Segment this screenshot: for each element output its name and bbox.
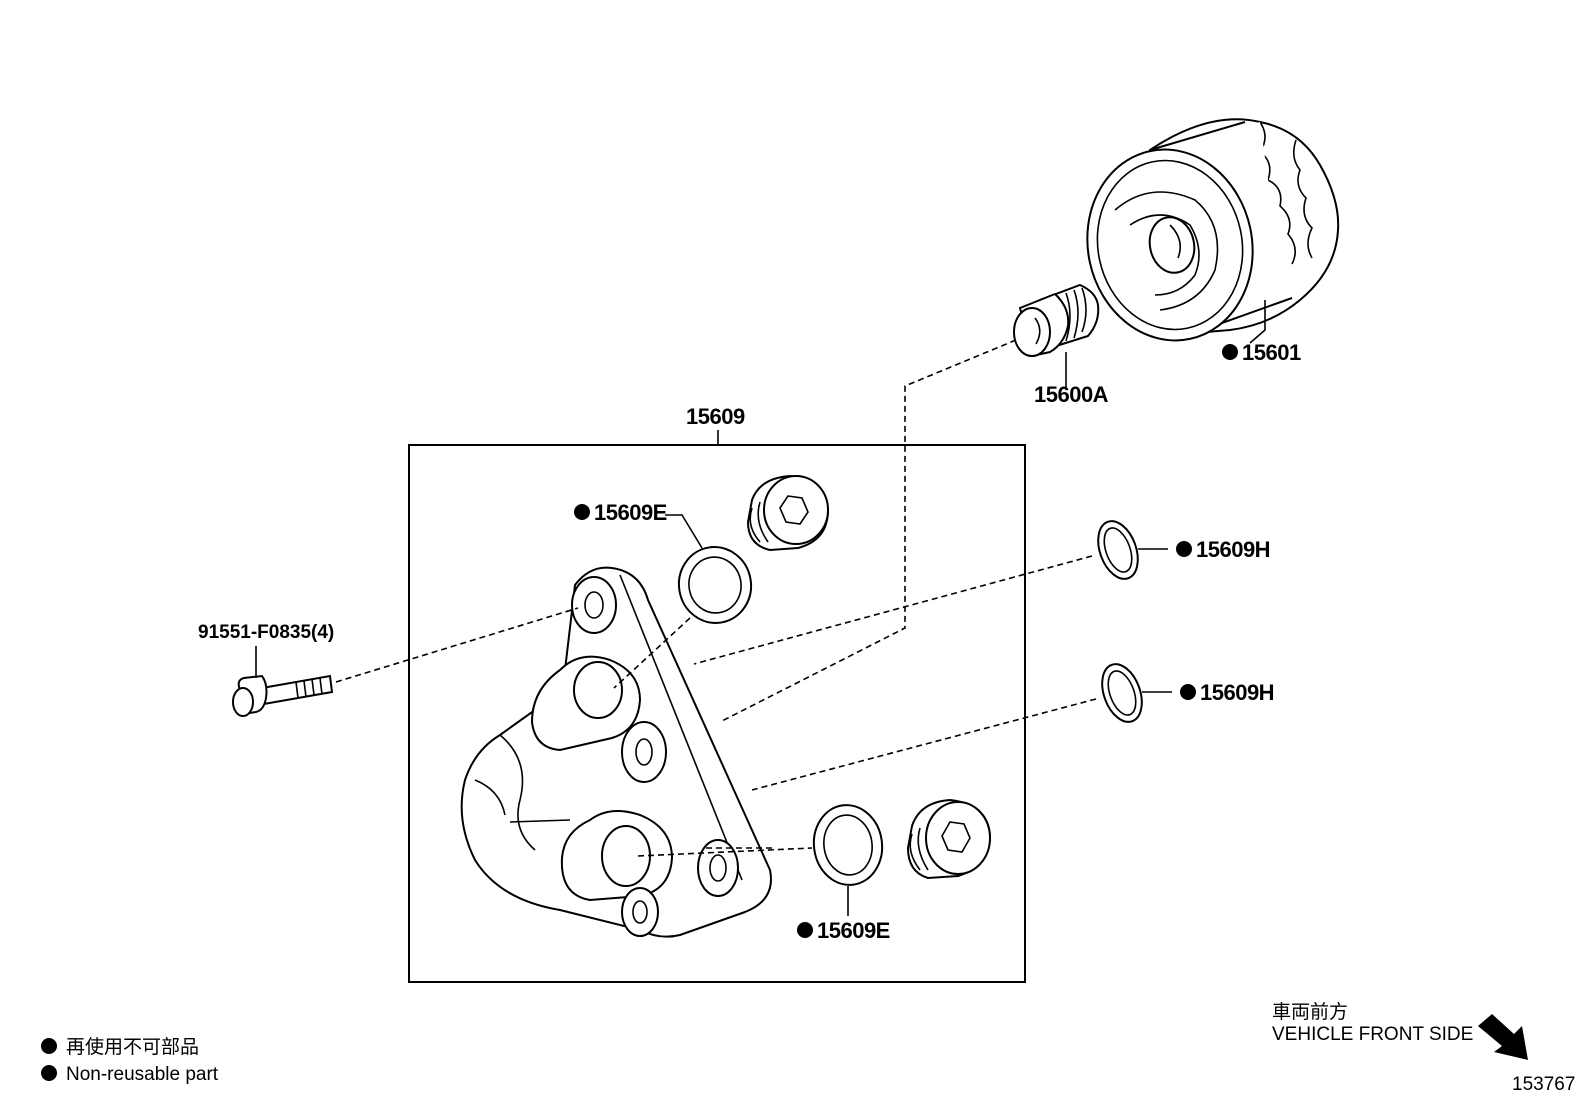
legend-japanese: 再使用不可部品 bbox=[66, 1036, 199, 1058]
bolt-part[interactable] bbox=[232, 646, 334, 717]
label-15600a: 15600A bbox=[1034, 382, 1109, 407]
gasket-upper-part[interactable] bbox=[665, 514, 757, 629]
non-reusable-mark bbox=[1180, 684, 1196, 700]
label-bolt: 91551-F0835(4) bbox=[198, 622, 334, 643]
non-reusable-mark bbox=[797, 922, 813, 938]
figure-number: 153767 bbox=[1512, 1074, 1575, 1095]
label-15609h-lower: 15609H bbox=[1200, 680, 1274, 705]
label-15609e-upper: 15609E bbox=[594, 500, 667, 525]
non-reusable-mark bbox=[1176, 541, 1192, 557]
oil-filter-bracket-part[interactable] bbox=[460, 566, 772, 938]
label-15601: 15601 bbox=[1242, 340, 1301, 365]
oil-filter-part[interactable] bbox=[1070, 118, 1340, 356]
oring-upper-part[interactable] bbox=[1091, 516, 1168, 585]
legend-english: Non-reusable part bbox=[66, 1064, 219, 1085]
label-15609h-upper: 15609H bbox=[1196, 537, 1270, 562]
legend-mark-icon bbox=[41, 1065, 57, 1081]
union-part[interactable] bbox=[1013, 283, 1100, 390]
oring-lower-part[interactable] bbox=[1095, 659, 1172, 728]
label-15609e-lower: 15609E bbox=[817, 918, 890, 943]
front-arrow-icon bbox=[1478, 1014, 1528, 1060]
plug-upper-part[interactable] bbox=[746, 474, 830, 552]
direction-english: VEHICLE FRONT SIDE bbox=[1272, 1024, 1473, 1045]
gasket-lower-part[interactable] bbox=[809, 801, 887, 916]
plug-lower-part[interactable] bbox=[906, 798, 992, 880]
non-reusable-mark bbox=[574, 504, 590, 520]
assembly-frame bbox=[408, 444, 1026, 983]
label-15609: 15609 bbox=[686, 404, 745, 429]
non-reusable-mark bbox=[1222, 344, 1238, 360]
direction-japanese: 車両前方 bbox=[1272, 1001, 1348, 1023]
legend-mark-icon bbox=[41, 1038, 57, 1054]
